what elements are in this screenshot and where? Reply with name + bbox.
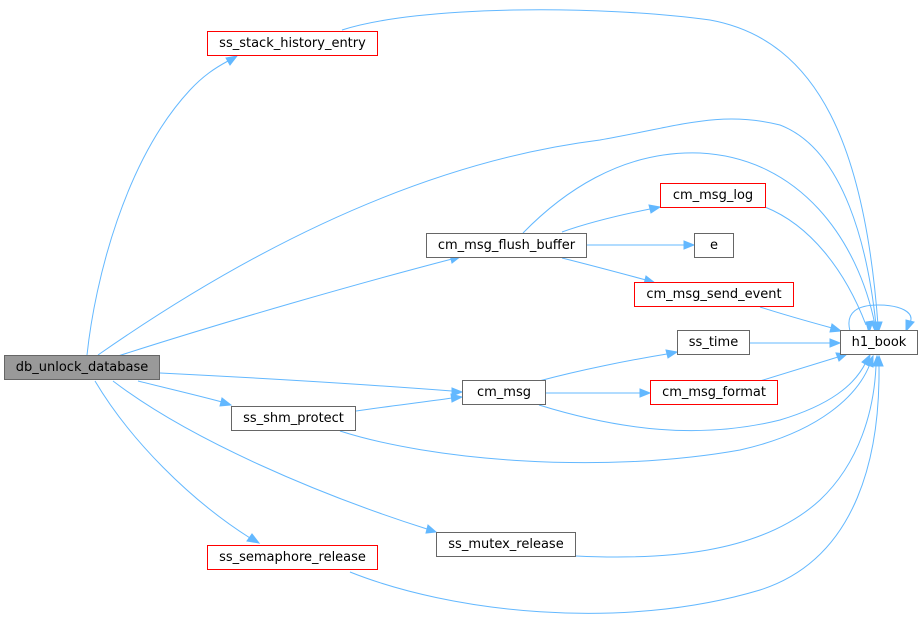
edge-cm_msg-ss_time — [538, 353, 668, 382]
edge-db_unlock_database-ss_shm_protect — [137, 380, 223, 403]
edge-layer — [86, 9, 915, 614]
edge-db_unlock_database-ss_stack_history_entry — [86, 60, 229, 356]
edge-ss_stack_history_entry-h1_book — [341, 9, 879, 326]
edge-cm_msg_flush_buffer-h1_book — [522, 152, 876, 326]
edge-arrow — [665, 349, 679, 359]
edge-ss_mutex_release-h1_book — [575, 365, 877, 558]
edge-ss_shm_protect-h1_book — [339, 363, 871, 464]
node-db_unlock_database[interactable]: db_unlock_database — [4, 355, 160, 380]
node-cm_msg_format[interactable]: cm_msg_format — [650, 380, 778, 405]
edge-arrow — [225, 55, 239, 66]
node-cm_msg[interactable]: cm_msg — [462, 380, 546, 405]
node-cm_msg_flush_buffer[interactable]: cm_msg_flush_buffer — [426, 233, 587, 258]
node-e[interactable]: e — [694, 233, 734, 258]
edge-db_unlock_database-cm_msg — [159, 372, 453, 392]
edge-db_unlock_database-ss_mutex_release — [112, 380, 428, 530]
edge-arrow — [683, 240, 696, 250]
edge-ss_semaphore_release-h1_book — [349, 365, 880, 614]
node-ss_semaphore_release[interactable]: ss_semaphore_release — [207, 545, 378, 570]
edge-db_unlock_database-ss_semaphore_release — [94, 380, 251, 539]
edge-arrow — [829, 338, 842, 348]
edge-arrow — [450, 393, 464, 403]
node-ss_shm_protect[interactable]: ss_shm_protect — [231, 406, 356, 431]
edge-db_unlock_database-h1_book — [97, 118, 877, 356]
edge-arrow — [865, 354, 874, 368]
node-cm_msg_send_event[interactable]: cm_msg_send_event — [634, 282, 794, 307]
edge-arrow — [648, 204, 662, 214]
node-h1_book[interactable]: h1_book — [840, 330, 918, 355]
edge-arrow — [829, 323, 843, 333]
edge-arrow — [219, 397, 233, 407]
node-ss_time[interactable]: ss_time — [677, 330, 750, 355]
edge-cm_msg_format-h1_book — [759, 356, 839, 382]
edge-arrow — [865, 320, 874, 335]
edge-cm_msg_send_event-h1_book — [759, 306, 833, 329]
edge-arrow — [870, 321, 880, 335]
node-cm_msg_log[interactable]: cm_msg_log — [660, 183, 766, 208]
edge-cm_msg-h1_book — [538, 361, 867, 432]
edge-cm_msg_flush_buffer-cm_msg_send_event — [561, 257, 647, 281]
node-ss_mutex_release[interactable]: ss_mutex_release — [436, 532, 576, 557]
edge-arrow — [905, 319, 915, 333]
edge-cm_msg_log-h1_book — [764, 206, 867, 326]
edge-arrow — [425, 524, 438, 534]
edge-arrow — [451, 387, 464, 397]
edge-ss_shm_protect-cm_msg — [355, 397, 453, 412]
edge-cm_msg_flush_buffer-cm_msg_log — [561, 208, 651, 233]
node-ss_stack_history_entry[interactable]: ss_stack_history_entry — [207, 31, 378, 56]
edge-h1_book-h1_book — [848, 304, 912, 332]
edge-arrow — [874, 354, 884, 367]
edge-arrow — [246, 533, 261, 544]
edge-arrow — [639, 388, 652, 398]
edge-db_unlock_database-cm_msg_flush_buffer — [117, 258, 453, 357]
